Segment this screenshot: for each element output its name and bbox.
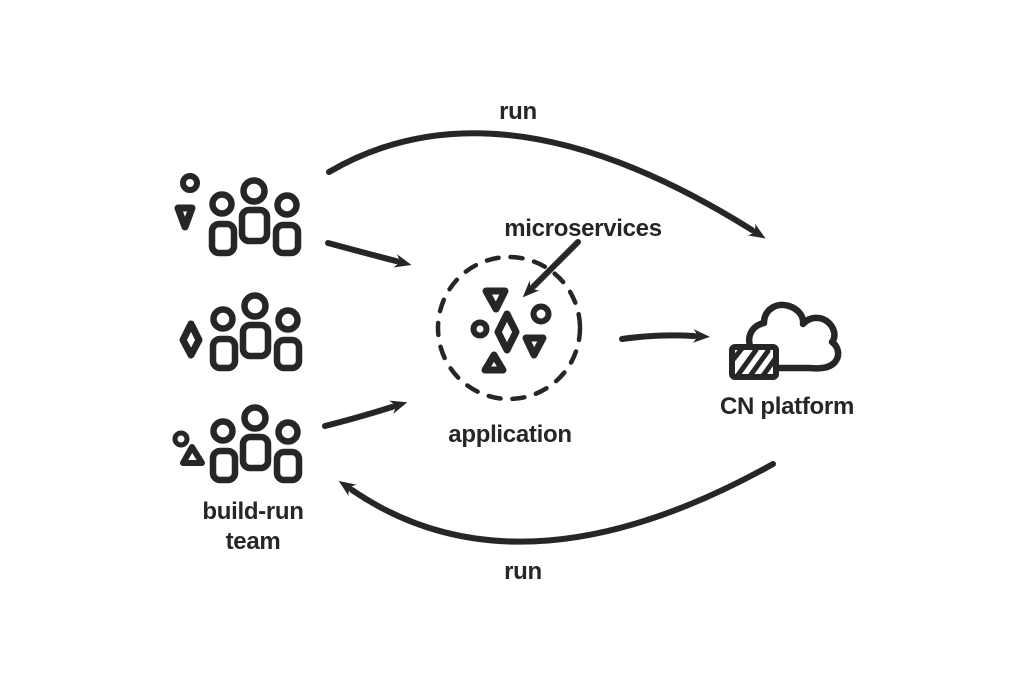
people-icon <box>213 408 299 481</box>
microservice-triangle-down-icon <box>482 287 509 313</box>
microservice-shapes <box>470 287 552 374</box>
platform-box-hatching <box>732 347 776 377</box>
arrow-application-to-platform <box>619 328 710 343</box>
circle-icon <box>172 430 190 448</box>
diamond-icon <box>179 320 203 359</box>
cloud-icon <box>729 301 842 380</box>
label-application: application <box>448 421 571 448</box>
label-run-top: run <box>499 98 537 125</box>
microservice-diamond-icon <box>494 310 520 354</box>
team-group-3 <box>172 408 299 481</box>
arrow-team1-to-application <box>325 240 412 268</box>
microservice-triangle-up-icon <box>481 351 507 374</box>
arrow-run-top <box>326 130 766 239</box>
triangle-up-icon <box>180 444 205 466</box>
arrow-team3-to-application <box>322 400 408 429</box>
team-label-line2: team <box>226 528 281 555</box>
label-run-bottom: run <box>504 558 542 585</box>
triangle-down-icon <box>174 204 196 231</box>
people-icon <box>212 181 298 254</box>
circle-icon <box>180 173 200 193</box>
label-cn-platform: CN platform <box>720 393 854 420</box>
label-microservices: microservices <box>504 215 662 242</box>
arrow-run-bottom <box>338 461 776 545</box>
people-icon <box>213 296 299 369</box>
microservice-circle-icon <box>470 319 490 339</box>
microservice-triangle-down-icon <box>522 334 547 359</box>
label-build-run-team: build-run team <box>202 498 304 555</box>
application-boundary-circle <box>435 254 583 402</box>
cloud-outline <box>746 301 842 372</box>
team-group-2 <box>179 296 299 369</box>
team-group-1 <box>174 173 298 254</box>
team-label-line1: build-run <box>202 498 303 525</box>
microservices-pointer-arrow <box>522 239 581 298</box>
microservice-circle-icon <box>530 303 552 325</box>
